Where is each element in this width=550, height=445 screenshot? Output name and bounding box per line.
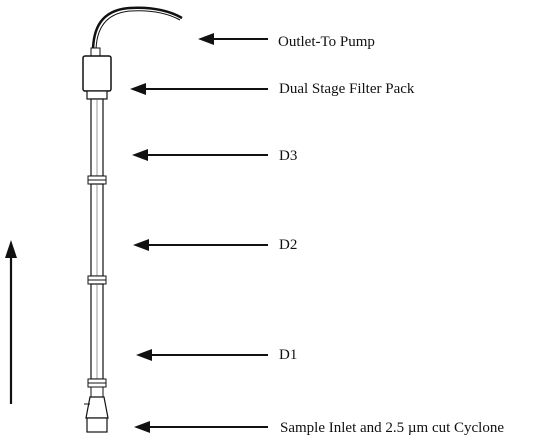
arrow-inlet — [134, 421, 268, 433]
d1-label: D1 — [279, 347, 298, 363]
coupling-d3-d2 — [87, 175, 107, 185]
d2-label: D2 — [279, 237, 298, 253]
outlet-tube — [91, 6, 183, 53]
d3-label: D3 — [279, 148, 298, 164]
denuder-d3 — [90, 98, 104, 177]
cyclone-inlet — [84, 386, 109, 433]
outlet-tube-inner — [95, 10, 181, 53]
arrow-outlet — [198, 33, 268, 45]
filter-pack-collar — [86, 90, 108, 100]
outlet-label: Outlet-To Pump — [278, 34, 375, 50]
arrow-d2 — [133, 239, 268, 251]
outlet-connector — [90, 47, 101, 57]
coupling-d2-d1 — [87, 275, 107, 285]
coupling-d1-inlet — [87, 378, 107, 388]
filter-pack — [82, 55, 112, 92]
arrow-d1 — [136, 349, 268, 361]
arrow-d3 — [132, 149, 268, 161]
arrow-filter-pack — [130, 83, 268, 95]
filter-pack-label: Dual Stage Filter Pack — [279, 81, 415, 97]
inlet-label: Sample Inlet and 2.5 µm cut Cyclone — [280, 420, 505, 436]
flow-direction-arrow — [5, 240, 17, 404]
denuder-d2 — [90, 183, 104, 277]
denuder-d1 — [90, 283, 104, 380]
